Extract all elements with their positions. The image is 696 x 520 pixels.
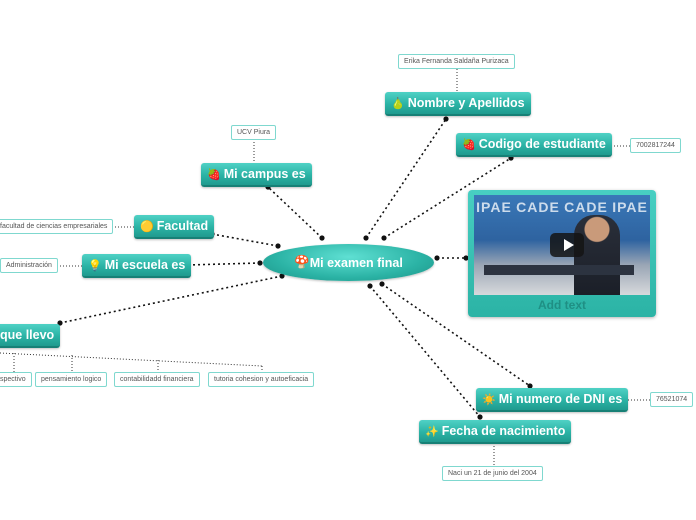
video-thumbnail[interactable]: IPAE CADE CADE IPAE: [474, 195, 650, 295]
leaf-fecha[interactable]: Naci un 21 de junio del 2004: [442, 466, 543, 481]
topic-nombre-apellidos[interactable]: 🍐 Nombre y Apellidos: [385, 92, 531, 116]
root-topic[interactable]: 🍄 Mi examen final: [263, 244, 434, 281]
sparkles-icon: ✨: [425, 425, 439, 438]
topic-fecha-label: Fecha de nacimiento: [441, 424, 566, 438]
leaf-curso-3[interactable]: contabilidadd financiera: [114, 372, 200, 387]
video-banner: IPAE CADE CADE IPAE: [474, 199, 650, 221]
topic-cursos-label: que llevo: [0, 328, 55, 342]
add-text-label[interactable]: Add text: [538, 298, 586, 312]
topic-mi-campus[interactable]: 🍓 Mi campus es: [201, 163, 312, 187]
topic-fecha-nacimiento[interactable]: ✨ Fecha de nacimiento: [419, 420, 572, 444]
strawberry-icon: 🍓: [207, 168, 221, 181]
topic-facultad[interactable]: 🟡 Facultad: [134, 215, 215, 239]
yellow-circle-icon: 🟡: [140, 220, 154, 233]
leaf-curso-4[interactable]: tutoria cohesion y autoeficacia: [208, 372, 315, 387]
topic-dni-label: Mi numero de DNI es: [498, 392, 623, 406]
leaf-nombre[interactable]: Erika Fernanda Saldaña Purizaca: [398, 54, 515, 69]
leaf-campus[interactable]: UCV Piura: [231, 125, 277, 140]
topic-codigo-label: Codigo de estudiante: [478, 137, 606, 151]
leaf-escuela[interactable]: Administración: [0, 258, 58, 273]
topic-campus-label: Mi campus es: [223, 167, 306, 181]
leaf-curso-1[interactable]: spectivo: [0, 372, 32, 387]
leaf-facultad[interactable]: facultad de ciencias empresariales: [0, 219, 114, 234]
sun-icon: ☀️: [482, 393, 496, 406]
mushroom-icon: 🍄: [294, 255, 310, 269]
play-button[interactable]: [550, 233, 584, 257]
leaf-codigo[interactable]: 7002817244: [630, 138, 681, 153]
topic-codigo-estudiante[interactable]: 🍓 Codigo de estudiante: [456, 133, 612, 157]
strawberry-icon: 🍓: [462, 138, 476, 151]
topic-dni[interactable]: ☀️ Mi numero de DNI es: [476, 388, 629, 412]
leaf-curso-2[interactable]: pensamiento logico: [35, 372, 108, 387]
topic-mi-escuela[interactable]: 💡 Mi escuela es: [82, 254, 192, 278]
banner-word: CADE: [564, 199, 608, 215]
play-icon: [563, 239, 574, 251]
root-topic-label: Mi examen final: [309, 255, 403, 270]
topic-escuela-label: Mi escuela es: [104, 258, 186, 272]
pear-icon: 🍐: [391, 97, 405, 110]
lightbulb-icon: 💡: [88, 259, 102, 272]
banner-word: IPAE: [476, 199, 512, 215]
leaf-dni[interactable]: 76521074: [650, 392, 694, 407]
video-media-node[interactable]: IPAE CADE CADE IPAE Add text: [468, 190, 656, 317]
topic-facultad-label: Facultad: [156, 219, 209, 233]
topic-nombre-label: Nombre y Apellidos: [407, 96, 525, 110]
video-caption-bar: [484, 265, 634, 275]
topic-cursos[interactable]: que llevo: [0, 324, 61, 348]
banner-word: IPAE: [612, 199, 648, 215]
banner-word: CADE: [516, 199, 560, 215]
